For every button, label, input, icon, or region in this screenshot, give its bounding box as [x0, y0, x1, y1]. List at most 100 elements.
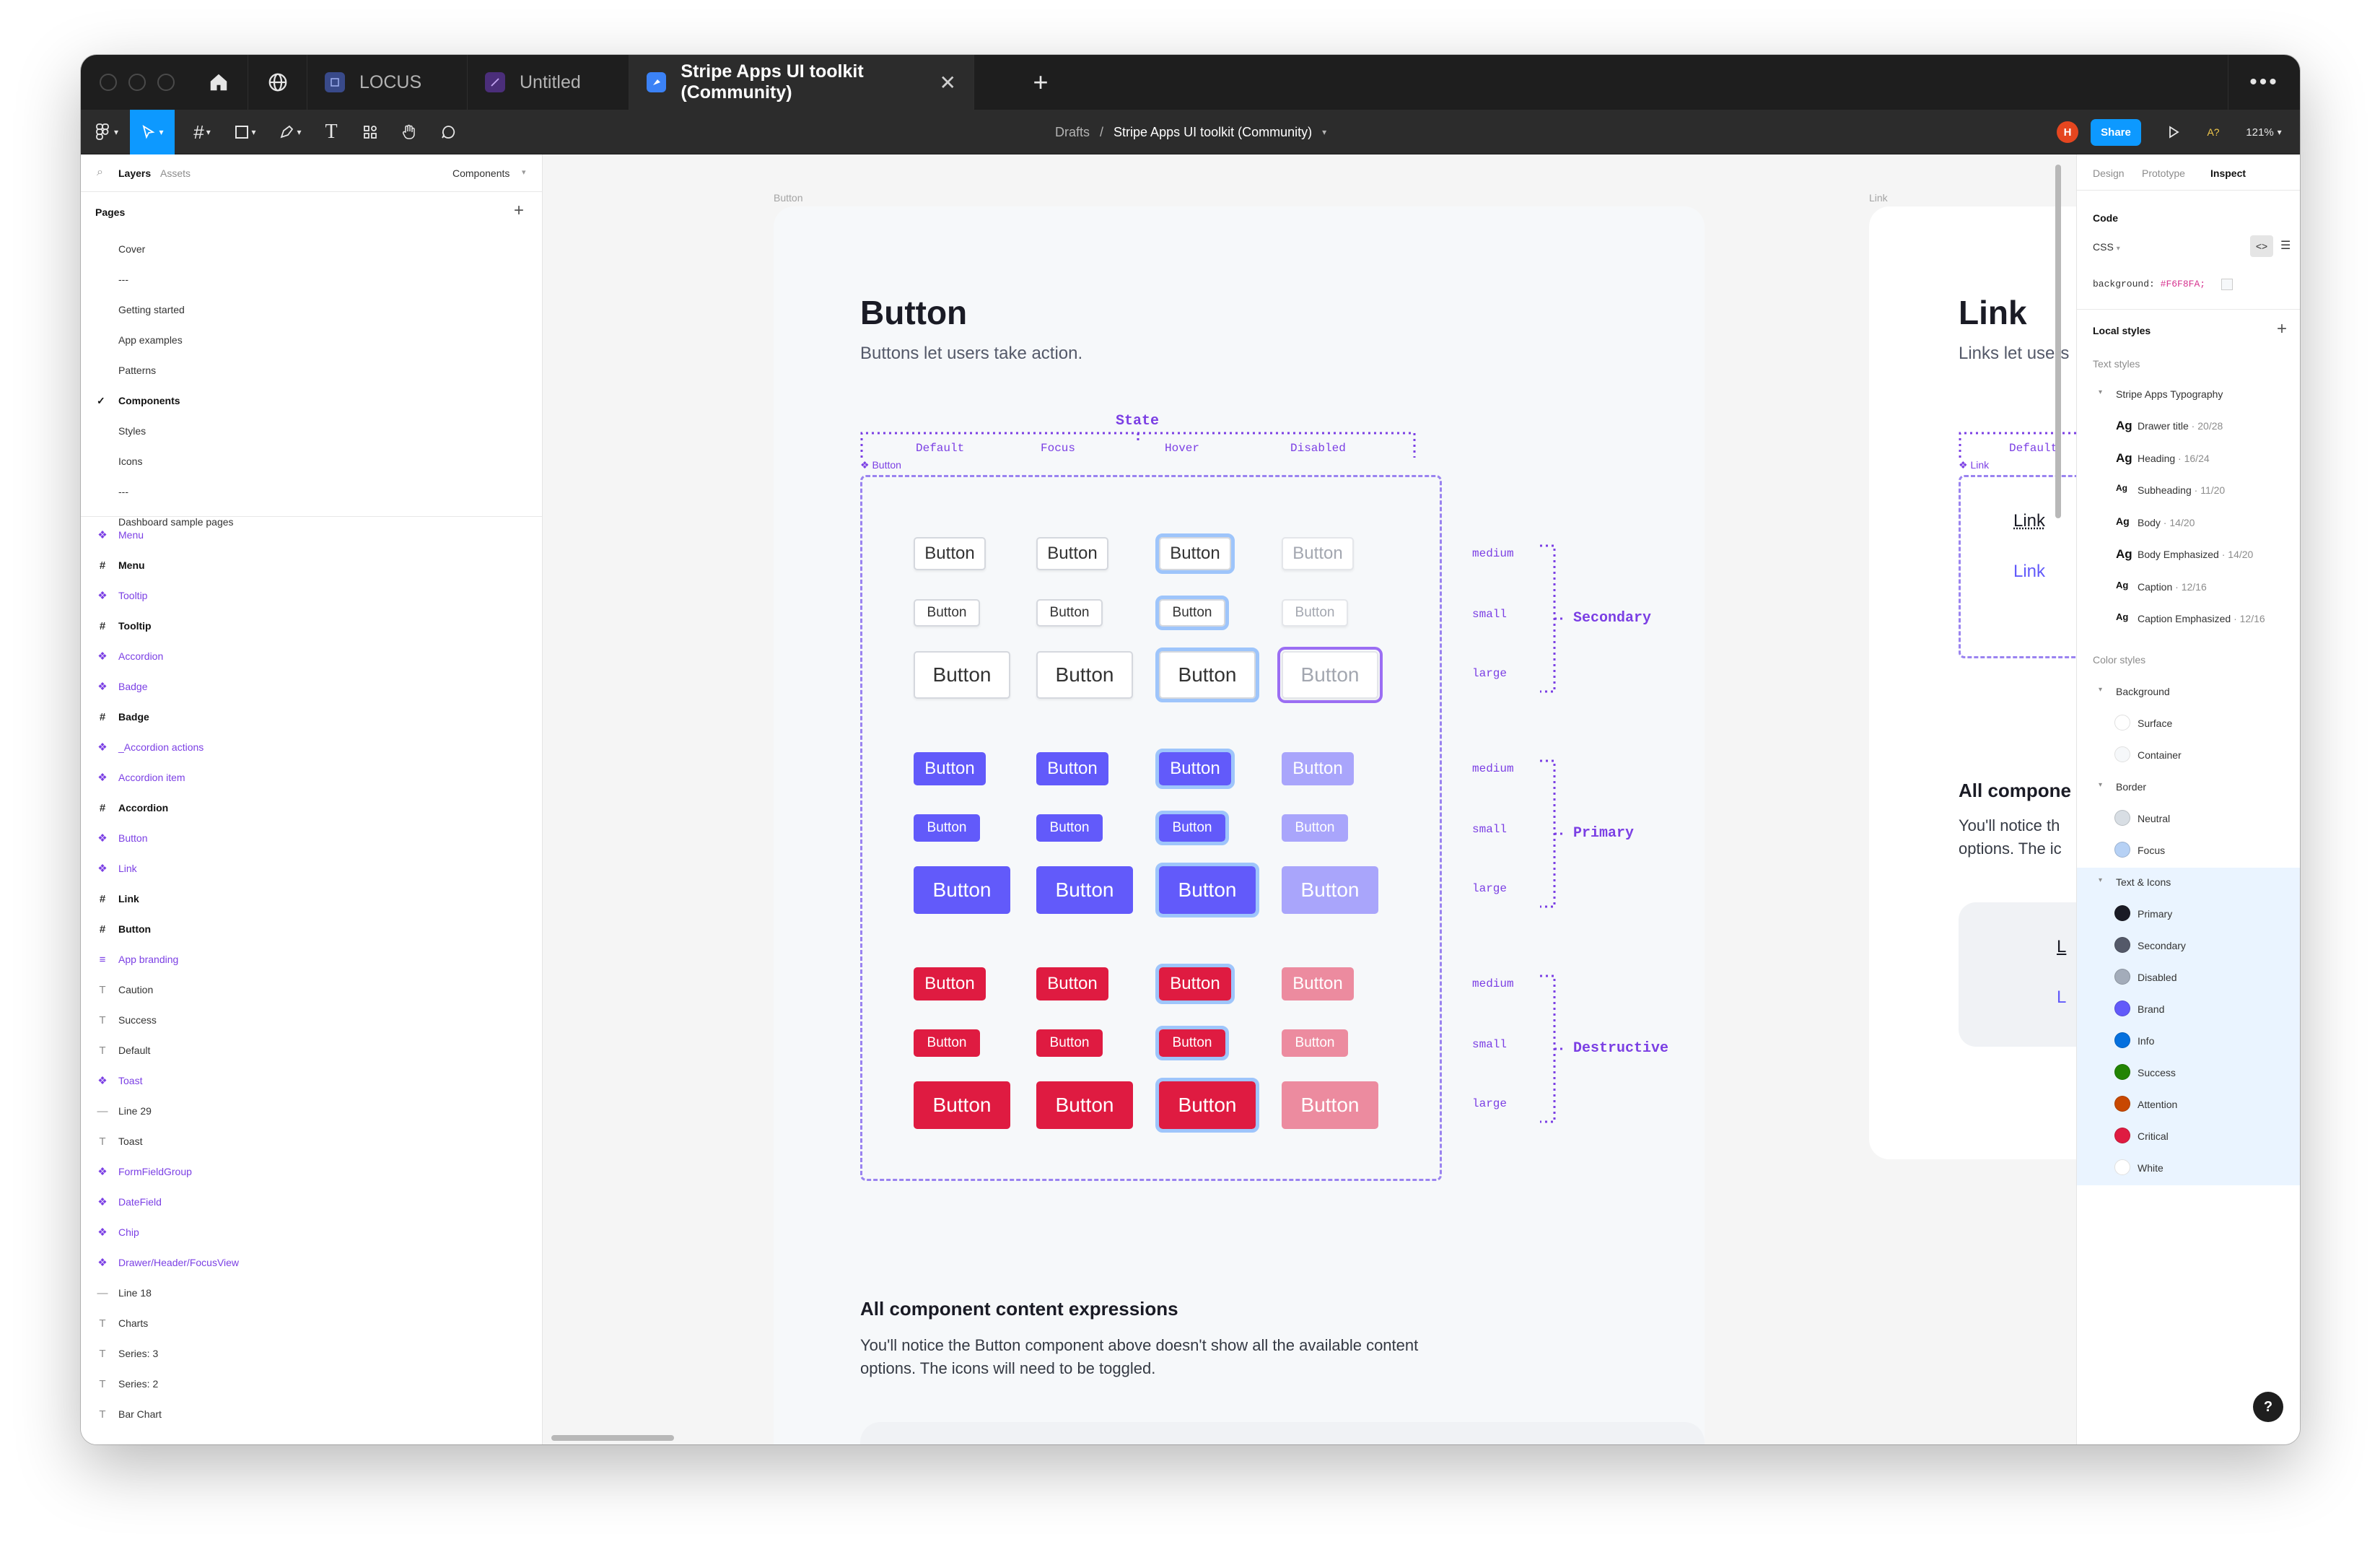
variant-button[interactable]: Button: [1155, 648, 1259, 702]
help-button[interactable]: ?: [2253, 1392, 2283, 1422]
share-button[interactable]: Share: [2091, 110, 2141, 154]
layer-item[interactable]: ❖_Accordion actions: [95, 732, 528, 762]
main-menu-button[interactable]: ▾: [87, 110, 127, 154]
tab-locus[interactable]: LOCUS: [307, 55, 468, 110]
shape-tool-button[interactable]: ▾: [225, 110, 266, 154]
type-style-item[interactable]: Heading · 16/24: [2138, 453, 2210, 464]
type-style-item[interactable]: Body Emphasized · 14/20: [2138, 549, 2253, 560]
color-style-item[interactable]: Critical: [2138, 1130, 2169, 1142]
variant-button[interactable]: Button: [914, 599, 980, 627]
variant-button[interactable]: Button: [1036, 1029, 1103, 1057]
page-item[interactable]: ---: [118, 264, 128, 295]
variant-button[interactable]: Button: [914, 866, 1010, 914]
variant-button[interactable]: Button: [914, 1081, 1010, 1129]
community-button[interactable]: [248, 55, 307, 110]
tab-design[interactable]: Design: [2093, 167, 2125, 179]
component-tag[interactable]: ❖ Button: [860, 459, 901, 471]
layer-item[interactable]: ❖Link: [95, 853, 528, 884]
add-style-icon[interactable]: +: [2277, 319, 2288, 339]
page-item[interactable]: Getting started: [118, 295, 185, 325]
pen-tool-button[interactable]: ▾: [270, 110, 310, 154]
move-tool-button[interactable]: ▾: [130, 110, 175, 154]
variant-button[interactable]: Button: [914, 537, 986, 570]
variant-button[interactable]: Button: [1155, 863, 1259, 917]
accessibility-button[interactable]: A?: [2207, 126, 2220, 138]
variant-button[interactable]: Button: [1282, 1081, 1378, 1129]
color-style-item[interactable]: Focus: [2138, 845, 2166, 856]
color-style-item[interactable]: Primary: [2138, 908, 2173, 920]
page-item[interactable]: ---: [118, 476, 128, 507]
variant-button[interactable]: Button: [1155, 749, 1235, 789]
layer-item[interactable]: ❖DateField: [95, 1187, 528, 1217]
typography-group[interactable]: Stripe Apps Typography: [2116, 388, 2223, 400]
list-view-icon[interactable]: ☰: [2280, 240, 2291, 252]
tab-stripe-apps[interactable]: Stripe Apps UI toolkit (Community) ✕: [629, 55, 974, 110]
comment-tool-button[interactable]: [430, 110, 466, 154]
color-style-item[interactable]: Info: [2138, 1035, 2155, 1047]
variant-button[interactable]: Button: [1155, 1078, 1259, 1133]
layer-item[interactable]: ❖Badge: [95, 671, 528, 702]
variant-button[interactable]: Button: [1282, 537, 1354, 570]
variant-button[interactable]: Button: [914, 967, 986, 1000]
breadcrumb-drafts[interactable]: Drafts: [1055, 124, 1090, 139]
frame-label[interactable]: Link: [1869, 192, 1888, 204]
variant-button[interactable]: Button: [1036, 599, 1103, 627]
variant-button[interactable]: Button: [1036, 537, 1108, 570]
variant-button[interactable]: Button: [1155, 811, 1229, 845]
color-group[interactable]: Background: [2116, 686, 2170, 697]
tab-untitled[interactable]: Untitled: [468, 55, 629, 110]
page-filter[interactable]: Components: [452, 167, 510, 179]
color-style-item[interactable]: Surface: [2138, 718, 2173, 729]
resources-button[interactable]: [352, 110, 388, 154]
page-item[interactable]: Styles: [118, 416, 146, 446]
page-item[interactable]: ✓Components: [97, 385, 180, 416]
text-tool-button[interactable]: T: [313, 110, 349, 154]
variant-button[interactable]: Button: [914, 651, 1010, 699]
page-item[interactable]: Patterns: [118, 355, 156, 385]
color-style-item[interactable]: Disabled: [2138, 972, 2177, 983]
file-name[interactable]: Stripe Apps UI toolkit (Community): [1114, 124, 1313, 139]
color-style-item[interactable]: White: [2138, 1162, 2164, 1174]
link-sample-default[interactable]: Link: [2013, 511, 2046, 531]
layer-item[interactable]: ❖Tooltip: [95, 580, 528, 611]
layer-item[interactable]: ❖Menu: [95, 520, 528, 550]
color-style-item[interactable]: Brand: [2138, 1003, 2165, 1015]
layer-item[interactable]: #Badge: [95, 702, 528, 732]
tab-prototype[interactable]: Prototype: [2142, 167, 2185, 179]
layer-item[interactable]: #Link: [95, 884, 528, 914]
layer-item[interactable]: ❖Toast: [95, 1065, 528, 1096]
minimize-window-button[interactable]: [128, 74, 146, 91]
color-group[interactable]: Border: [2116, 781, 2147, 793]
page-item[interactable]: Cover: [118, 234, 145, 264]
layer-item[interactable]: ❖Accordion: [95, 641, 528, 671]
type-style-item[interactable]: Body · 14/20: [2138, 517, 2195, 528]
variant-button[interactable]: Button: [1036, 752, 1108, 785]
vertical-scrollbar[interactable]: [2055, 165, 2061, 518]
variant-button[interactable]: Button: [1155, 596, 1229, 630]
variant-button[interactable]: Button: [1155, 533, 1235, 574]
button-variants-set[interactable]: [860, 475, 1442, 1181]
variant-button[interactable]: Button: [914, 814, 980, 842]
color-style-item[interactable]: Container: [2138, 749, 2182, 761]
layer-item[interactable]: —Line 29: [95, 1096, 528, 1126]
tab-assets[interactable]: Assets: [160, 167, 191, 179]
page-item[interactable]: Icons: [118, 446, 142, 476]
home-button[interactable]: [189, 55, 248, 110]
tab-inspect[interactable]: Inspect: [2210, 167, 2246, 179]
color-style-item[interactable]: Attention: [2138, 1099, 2178, 1110]
link-variants-set[interactable]: [1959, 475, 2076, 658]
layer-item[interactable]: ❖FormFieldGroup: [95, 1156, 528, 1187]
code-language-select[interactable]: CSS ▾: [2093, 241, 2120, 253]
type-style-item[interactable]: Subheading · 11/20: [2138, 484, 2225, 496]
canvas[interactable]: Button Button Buttons let users take act…: [543, 154, 2076, 1444]
variant-button[interactable]: Button: [1282, 967, 1354, 1000]
frame-tool-button[interactable]: # ▾: [182, 110, 222, 154]
variant-button[interactable]: Button: [1036, 814, 1103, 842]
horizontal-scrollbar[interactable]: [551, 1435, 674, 1441]
